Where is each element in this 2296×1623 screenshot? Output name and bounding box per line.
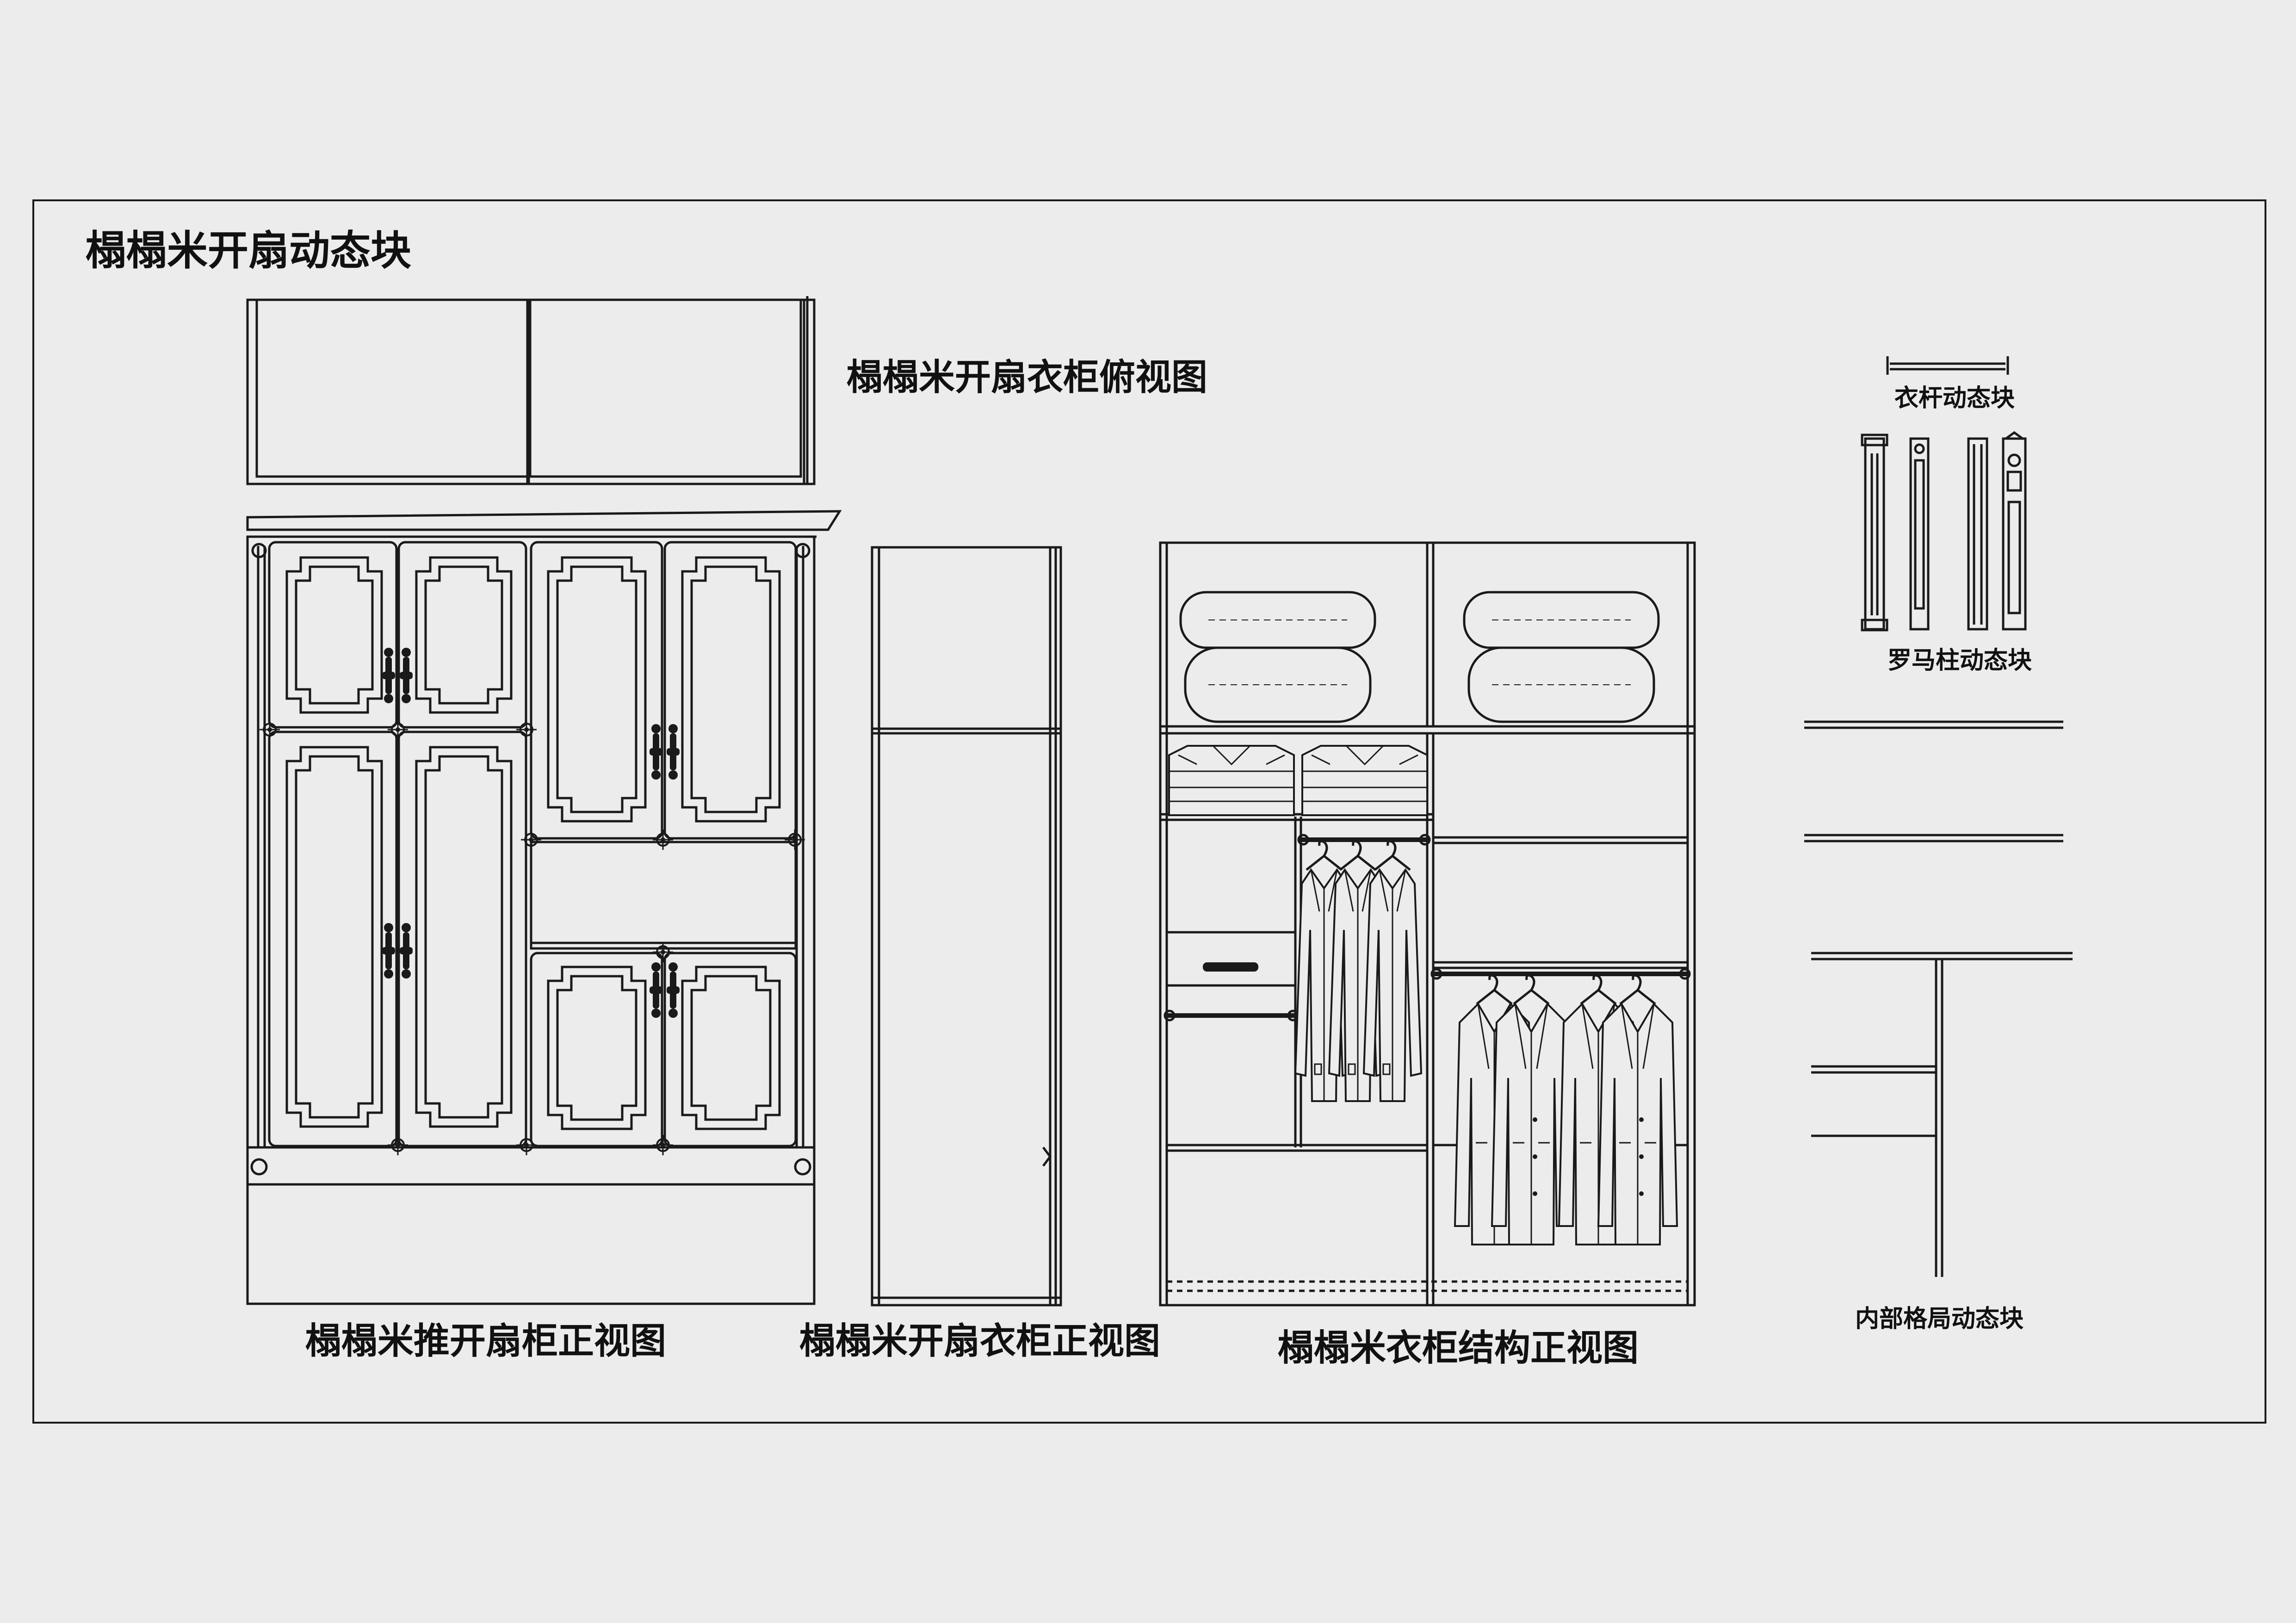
- folded-shirt-icon: [1168, 745, 1428, 816]
- sheet-title: 榻榻米开扇动态块: [86, 227, 411, 274]
- roman-column-block: [1861, 431, 2027, 632]
- drawer-handle-icon: [1203, 962, 1258, 972]
- rod-block-label: 衣杆动态块: [1894, 384, 2015, 412]
- rod-block: [1886, 356, 2009, 375]
- roman-column-label: 罗马柱动态块: [1888, 647, 2032, 675]
- push-door-front-label: 榻榻米推开扇柜正视图: [305, 1320, 666, 1362]
- internal-layout-block: [1804, 720, 2073, 1277]
- structure-front-label: 榻榻米衣柜结构正视图: [1278, 1327, 1639, 1369]
- internal-layout-label: 内部格局动态块: [1855, 1305, 2024, 1333]
- top-view: [246, 296, 816, 485]
- side-front-view: [871, 546, 1062, 1307]
- sheet-border: [32, 199, 2266, 1424]
- top-view-label: 榻榻米开扇衣柜俯视图: [847, 357, 1207, 398]
- jacket-icon: [1294, 869, 1678, 1245]
- push-door-front-view: [246, 510, 842, 1305]
- side-front-label: 榻榻米开扇衣柜正视图: [799, 1320, 1160, 1362]
- pillow-icon: [1181, 592, 1659, 722]
